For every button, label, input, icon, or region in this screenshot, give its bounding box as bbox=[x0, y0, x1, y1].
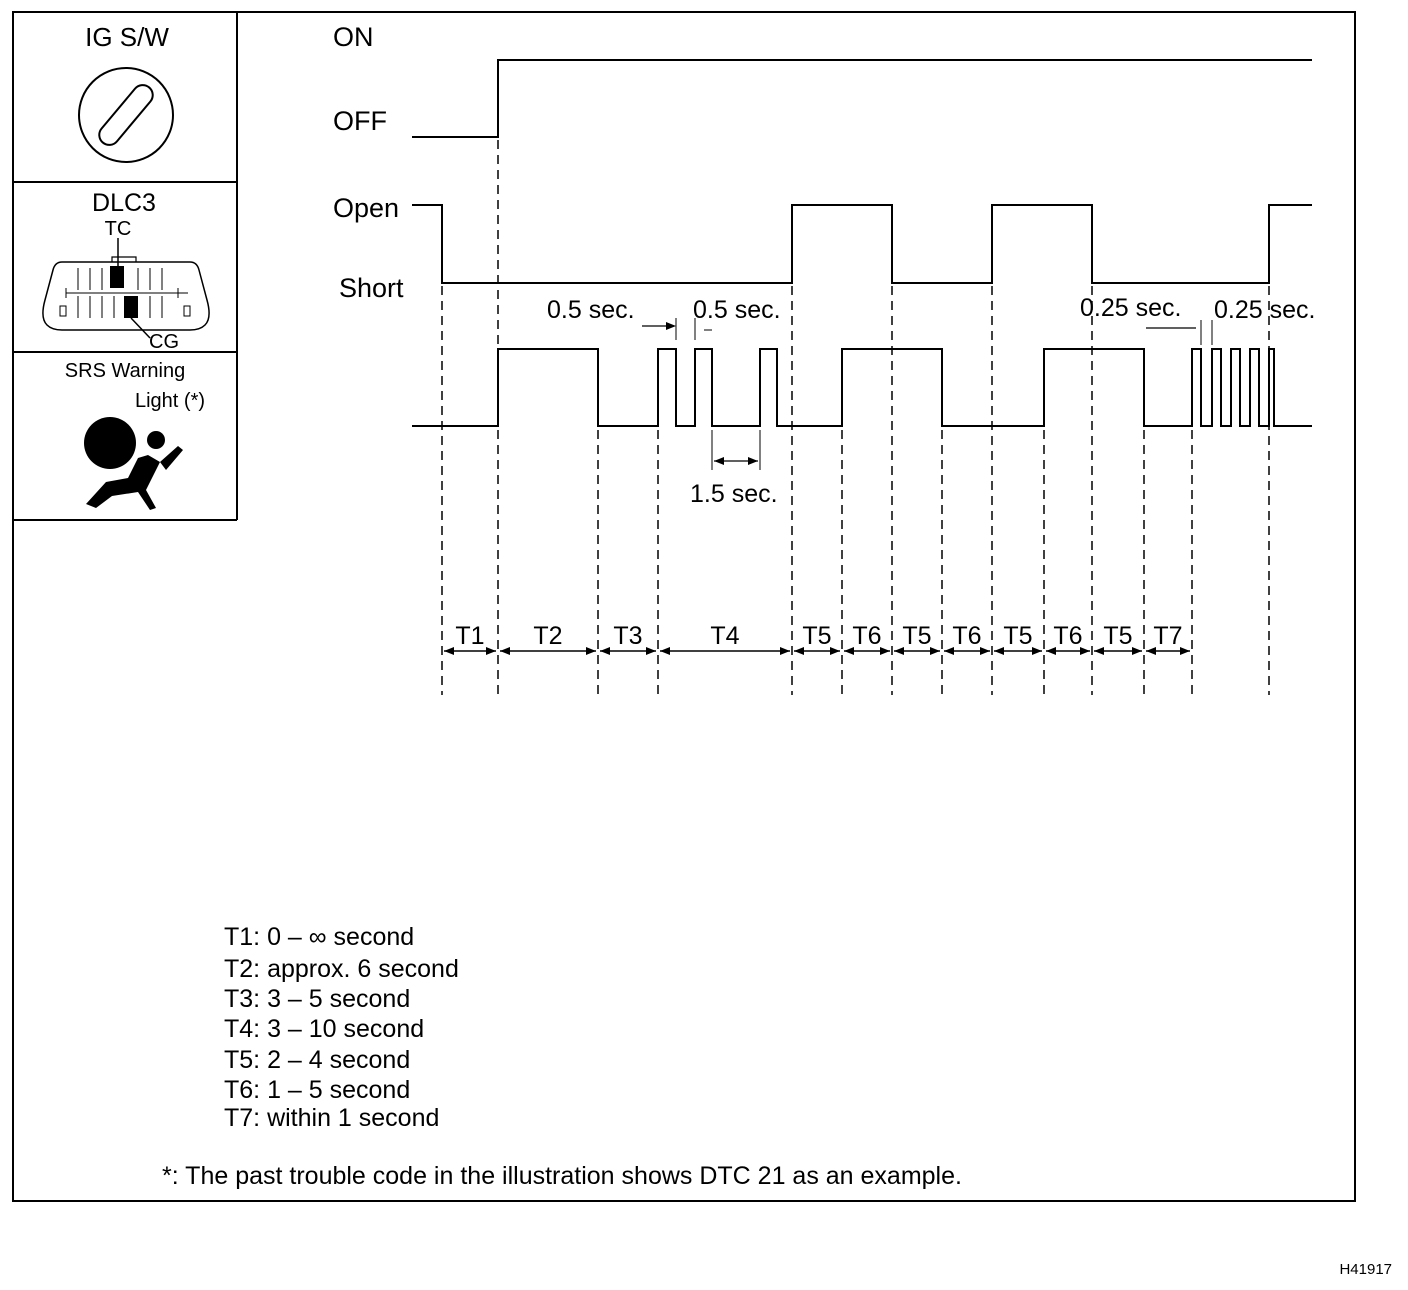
footnote: *: The past trouble code in the illustra… bbox=[162, 1162, 962, 1190]
interval-arrowhead-2-start bbox=[500, 647, 510, 655]
level-open: Open bbox=[333, 193, 399, 223]
interval-arrowhead-5-end bbox=[830, 647, 840, 655]
one-half-sec-label: 1.5 sec. bbox=[690, 480, 778, 508]
interval-arrowhead-6-end bbox=[880, 647, 890, 655]
half-sec-label-b: 0.5 sec. bbox=[693, 296, 781, 324]
interval-arrowhead-8-end bbox=[980, 647, 990, 655]
interval-label-5: T5 bbox=[802, 622, 831, 650]
interval-label-3: T3 bbox=[613, 622, 642, 650]
interval-label-2: T2 bbox=[533, 622, 562, 650]
interval-arrowhead-7-start bbox=[894, 647, 904, 655]
interval-arrowhead-9-start bbox=[994, 647, 1004, 655]
quarter-sec-label-a: 0.25 sec. bbox=[1080, 294, 1181, 322]
cg-terminal bbox=[124, 296, 138, 318]
interval-label-9: T5 bbox=[1003, 622, 1032, 650]
cg-label: CG bbox=[149, 331, 179, 353]
ig-title: IG S/W bbox=[85, 22, 169, 52]
pulse-annotations: 0.5 sec. 0.5 sec. 1.5 sec. 0.25 sec. 0.2… bbox=[547, 294, 1315, 508]
ig-switch-waveform bbox=[412, 59, 1312, 138]
tc-label: TC bbox=[105, 218, 132, 240]
half-sec-label-a: 0.5 sec. bbox=[547, 296, 635, 324]
interval-arrowhead-8-start bbox=[944, 647, 954, 655]
interval-arrowhead-10-end bbox=[1080, 647, 1090, 655]
legend-t1: T1: 0 – ∞ second bbox=[224, 923, 414, 951]
interval-arrowhead-4-end bbox=[780, 647, 790, 655]
interval-arrowhead-11-end bbox=[1132, 647, 1142, 655]
interval-label-7: T5 bbox=[902, 622, 931, 650]
level-on: ON bbox=[333, 22, 374, 52]
guide-lines bbox=[441, 140, 1270, 695]
interval-arrowhead-7-end bbox=[930, 647, 940, 655]
legend-t3: T3: 3 – 5 second bbox=[224, 985, 410, 1013]
interval-arrowhead-5-start bbox=[794, 647, 804, 655]
interval-arrowhead-3-end bbox=[646, 647, 656, 655]
dlc-title: DLC3 bbox=[92, 189, 156, 217]
interval-label-10: T6 bbox=[1053, 622, 1082, 650]
srs-light-waveform bbox=[412, 348, 1312, 427]
figure-id: H41917 bbox=[1339, 1261, 1392, 1278]
interval-label-12: T7 bbox=[1153, 622, 1182, 650]
legend-t6: T6: 1 – 5 second bbox=[224, 1076, 410, 1104]
quarter-sec-label-b: 0.25 sec. bbox=[1214, 296, 1315, 324]
interval-arrowhead-12-start bbox=[1146, 647, 1156, 655]
tc-cg-waveform bbox=[412, 204, 1312, 284]
legend-t7: T7: within 1 second bbox=[224, 1104, 439, 1132]
interval-arrowhead-4-start bbox=[660, 647, 670, 655]
legend: T1: 0 – ∞ second T2: approx. 6 second T3… bbox=[224, 923, 459, 1132]
airbag-warning-icon bbox=[84, 417, 183, 510]
interval-arrowhead-12-end bbox=[1180, 647, 1190, 655]
interval-arrowhead-1-end bbox=[486, 647, 496, 655]
interval-label-1: T1 bbox=[455, 622, 484, 650]
legend-t2: T2: approx. 6 second bbox=[224, 955, 459, 983]
legend-t5: T5: 2 – 4 second bbox=[224, 1046, 410, 1074]
level-off: OFF bbox=[333, 106, 387, 136]
dlc3-connector-icon bbox=[42, 238, 210, 339]
interval-label-6: T6 bbox=[852, 622, 881, 650]
level-short: Short bbox=[339, 273, 404, 303]
ignition-key-icon bbox=[78, 67, 174, 163]
interval-arrowhead-10-start bbox=[1046, 647, 1056, 655]
interval-arrowhead-9-end bbox=[1032, 647, 1042, 655]
interval-label-11: T5 bbox=[1103, 622, 1132, 650]
interval-row: T1 T2 T3 T4 T5 T6 T5 T6 T5 T6 T5 T7 bbox=[444, 622, 1190, 655]
interval-arrowhead-11-start bbox=[1094, 647, 1104, 655]
interval-arrowhead-3-start bbox=[600, 647, 610, 655]
outer-frame bbox=[12, 11, 1356, 1202]
interval-label-8: T6 bbox=[952, 622, 981, 650]
srs-title: SRS Warning bbox=[65, 360, 185, 382]
interval-arrowhead-6-start bbox=[844, 647, 854, 655]
legend-t4: T4: 3 – 10 second bbox=[224, 1015, 424, 1043]
srs-title-2: Light (*) bbox=[135, 390, 205, 412]
interval-arrowhead-1-start bbox=[444, 647, 454, 655]
interval-arrowhead-2-end bbox=[586, 647, 596, 655]
tc-terminal bbox=[110, 266, 124, 288]
interval-label-4: T4 bbox=[710, 622, 739, 650]
side-panel: IG S/W DLC3 TC bbox=[13, 12, 238, 521]
